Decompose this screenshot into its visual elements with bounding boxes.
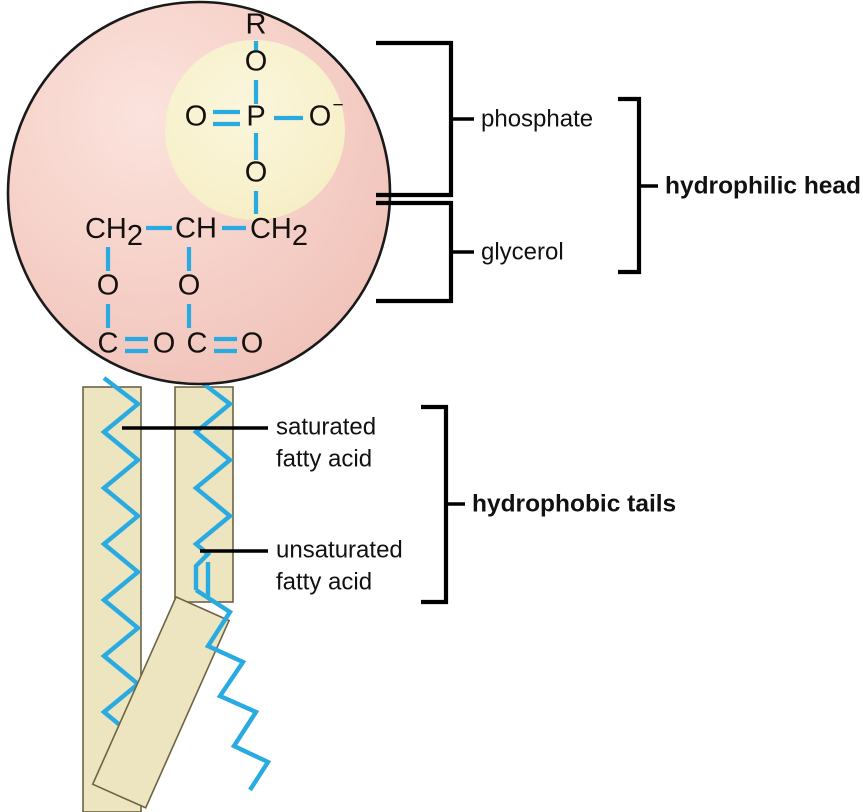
carbonyl-oxygen-left-label: O <box>153 328 176 360</box>
carbonyl-carbon-left-label: C <box>98 328 119 360</box>
phosphorus-label: P <box>246 101 265 133</box>
hydrophilic-head-bracket <box>618 96 642 275</box>
ester-oxygen-right-label: O <box>178 270 201 302</box>
glycerol-callout-label: glycerol <box>481 238 564 265</box>
r-group-label: R <box>246 9 267 41</box>
unsaturated-tail-bend-group <box>91 595 231 809</box>
glycerol-carbon1-label: CH2 <box>85 213 143 252</box>
glycerol-carbon3-label: CH2 <box>250 213 308 252</box>
saturated-fatty-acid-label-line2: fatty acid <box>276 445 372 472</box>
phosphate-bottom-oxygen-label: O <box>245 157 268 189</box>
unsaturated-fatty-acid-label-line2: fatty acid <box>276 568 372 595</box>
phosphate-negative-charge-label: − <box>332 95 343 116</box>
carbonyl-carbon-right-label: C <box>187 328 208 360</box>
carbonyl-oxygen-right-label: O <box>241 328 264 360</box>
unsaturated-fatty-acid-label-line1: unsaturated <box>276 536 403 563</box>
saturated-fatty-acid-label-line1: saturated <box>276 413 376 440</box>
phosphate-region-circle <box>165 40 345 220</box>
phosphate-callout-label: phosphate <box>481 105 593 132</box>
phosphate-top-oxygen-label: O <box>245 46 268 78</box>
hydrophilic-head-callout-label: hydrophilic head <box>665 172 861 199</box>
unsaturated-fatty-acid-tail <box>91 376 272 809</box>
hydrophobic-tails-callout-label: hydrophobic tails <box>472 490 676 517</box>
ester-oxygen-left-label: O <box>97 270 120 302</box>
phosphate-right-oxygen-label: O <box>309 101 332 133</box>
hydrophobic-tails-bracket <box>421 404 449 605</box>
glycerol-carbon2-label: CH <box>175 213 217 245</box>
unsaturated-tail-zigzag-upper <box>192 376 234 590</box>
phosphate-left-oxygen-label: O <box>185 101 208 133</box>
unsaturated-tail-box-lower <box>91 595 231 809</box>
unsaturated-tail-zigzag-lower <box>194 588 272 792</box>
